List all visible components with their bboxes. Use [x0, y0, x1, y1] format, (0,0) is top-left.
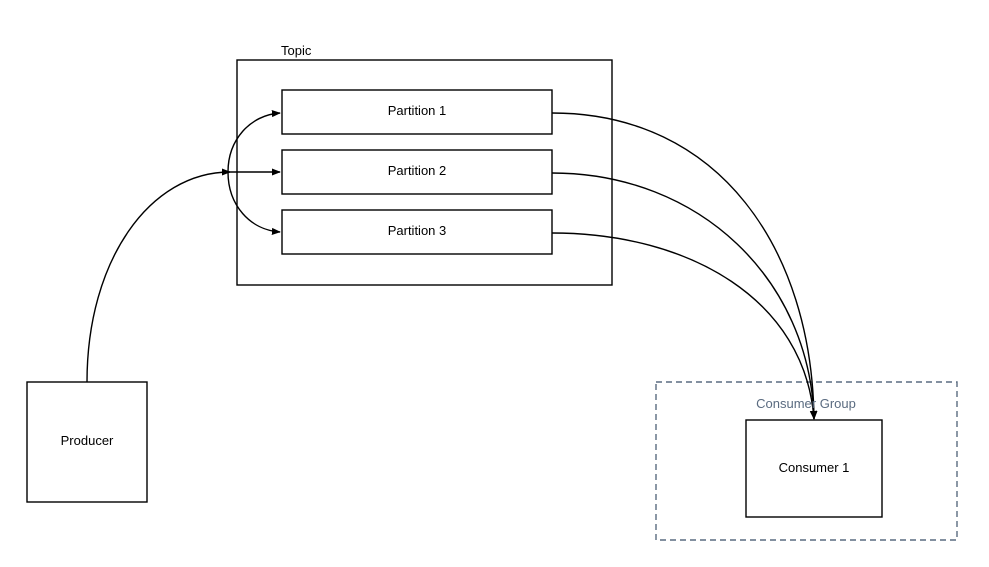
consumer-group-label: Consumer Group	[756, 396, 856, 411]
edge-topic-to-partition-3	[227, 171, 281, 236]
edge-topic-to-partition-1	[227, 109, 281, 173]
partition-1-label: Partition 1	[388, 103, 447, 118]
edge-partition-2-to-consumer-1	[551, 172, 818, 420]
edge-producer-to-topic	[86, 168, 231, 383]
partition-3-label: Partition 3	[388, 223, 447, 238]
partition-3-box[interactable]: Partition 3	[281, 209, 553, 255]
edge-partition-3-to-consumer-1	[551, 232, 817, 420]
partition-2-label: Partition 2	[388, 163, 447, 178]
partition-2-box[interactable]: Partition 2	[281, 149, 553, 195]
consumer-group-container[interactable]	[655, 381, 958, 541]
partition-1-box[interactable]: Partition 1	[281, 89, 553, 135]
producer-box[interactable]: Producer	[26, 381, 148, 503]
edge-partition-1-to-consumer-1	[551, 112, 818, 420]
consumer-1-label: Consumer 1	[779, 460, 850, 475]
producer-label: Producer	[61, 433, 114, 448]
consumer-1-box[interactable]: Consumer 1	[745, 419, 883, 518]
topic-label: Topic	[281, 43, 312, 58]
